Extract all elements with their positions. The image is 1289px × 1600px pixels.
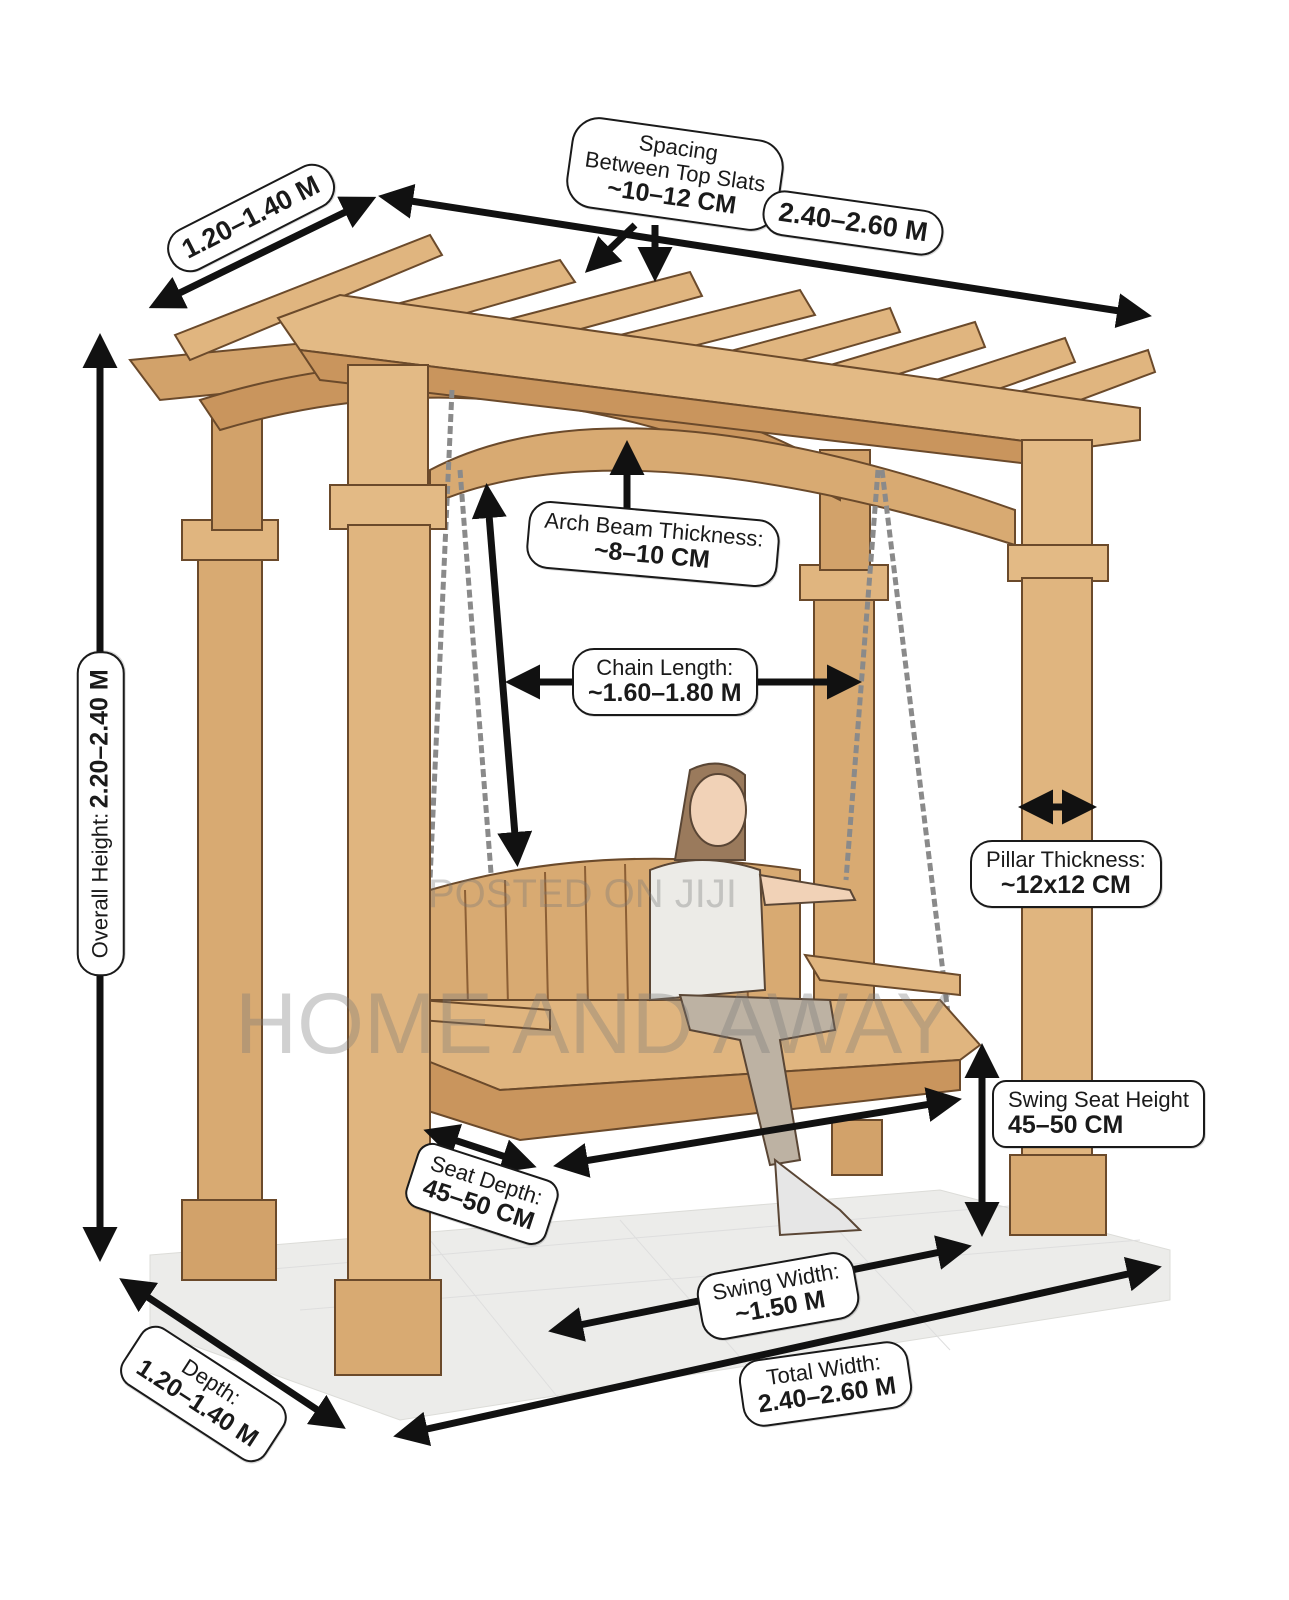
dimension-arrows — [82, 184, 1162, 1447]
watermark-line2: HOME AND AWAY — [235, 976, 954, 1072]
label-seat-height-value: 45–50 CM — [1008, 1111, 1124, 1140]
label-pillar-thickness: Pillar Thickness: ~12x12 CM — [970, 840, 1162, 908]
label-overall-height-title: Overall Height: — [87, 812, 113, 959]
arrow-chain-vertical — [471, 483, 533, 867]
watermark-line1: POSTED ON JIJI — [428, 872, 737, 916]
label-chain-length: Chain Length: ~1.60–1.80 M — [572, 648, 758, 716]
back-left-pillar — [181, 369, 279, 1281]
arrow-total-width — [393, 1256, 1162, 1447]
label-pillar-thickness-value: ~12x12 CM — [1000, 871, 1131, 900]
arrow-top-width — [378, 184, 1152, 328]
label-chain-length-title: Chain Length: — [596, 655, 734, 680]
label-overall-height-value: 2.20–2.40 M — [85, 669, 114, 809]
arrow-bench-width — [553, 1087, 962, 1178]
label-swing-seat-height: Swing Seat Height 45–50 CM — [992, 1080, 1205, 1148]
label-chain-length-value: ~1.60–1.80 M — [588, 679, 742, 708]
arrow-depth — [119, 1278, 346, 1429]
arrow-top-depth — [148, 196, 377, 309]
label-pillar-thickness-title: Pillar Thickness: — [986, 847, 1146, 872]
label-overall-height: Overall Height: 2.20–2.40 M — [76, 651, 125, 977]
label-seat-height-title: Swing Seat Height — [1008, 1087, 1189, 1112]
front-left-pillar — [329, 364, 447, 1376]
arrow-seat-depth — [423, 1124, 537, 1173]
seated-person — [649, 762, 863, 1237]
arrow-slat-spacing-1 — [584, 222, 638, 273]
